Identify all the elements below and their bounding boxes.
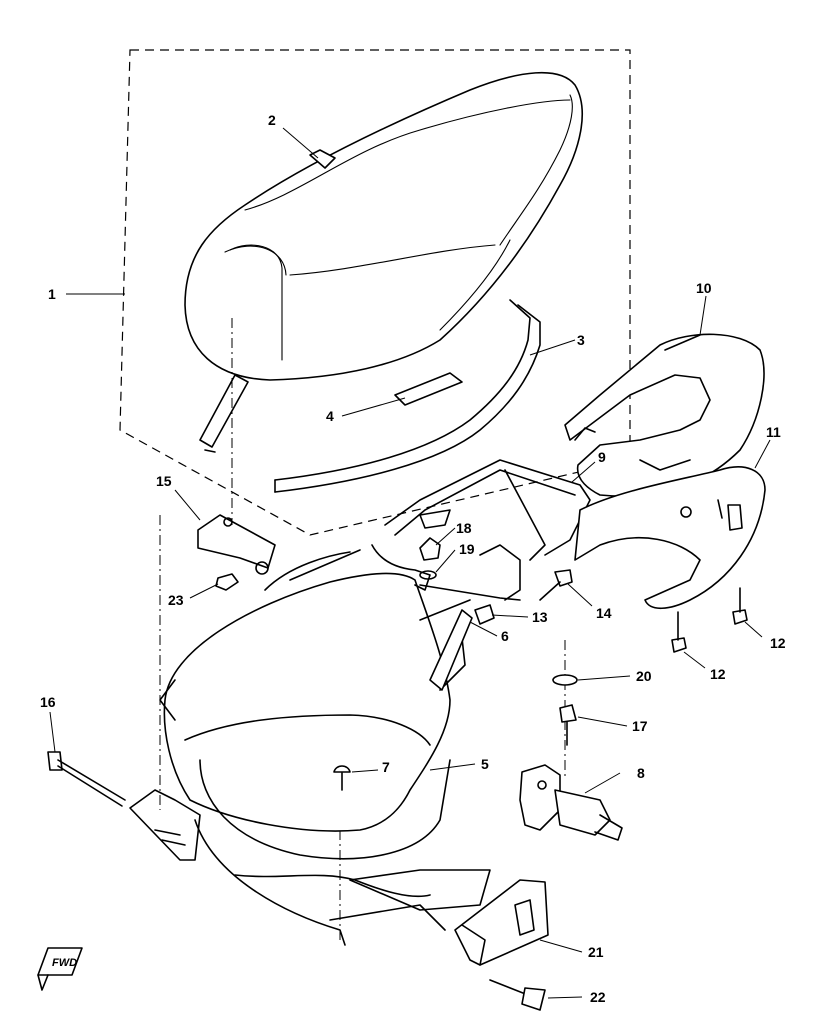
bolt-14 (539, 569, 573, 601)
bracket-21 (454, 879, 549, 966)
seat-hinge (197, 514, 276, 575)
rear-side-cover (574, 466, 766, 610)
screw-22 (489, 979, 546, 1011)
callout-23: 23 (168, 592, 184, 608)
callout-12a: 12 (770, 635, 786, 651)
callout-3: 3 (577, 332, 585, 348)
callout-19: 19 (459, 541, 475, 557)
caution-label (394, 372, 463, 406)
callout-7: 7 (382, 759, 390, 775)
callout-2: 2 (268, 112, 276, 128)
callout-15: 15 (156, 473, 172, 489)
callout-18: 18 (456, 520, 472, 536)
callout-5: 5 (481, 756, 489, 772)
washer-20 (552, 674, 578, 686)
washer-19 (419, 570, 437, 580)
callout-21: 21 (588, 944, 604, 960)
callout-1: 1 (48, 286, 56, 302)
callout-12b: 12 (710, 666, 726, 682)
bolt-17 (559, 704, 577, 746)
fwd-direction-arrow (37, 947, 83, 991)
callout-20: 20 (636, 668, 652, 684)
screw-12b (732, 587, 748, 625)
screw-12a (671, 611, 687, 653)
seat-lock (519, 764, 623, 841)
grommet-18 (419, 537, 441, 561)
callout-22: 22 (590, 989, 606, 1005)
callout-14: 14 (596, 605, 612, 621)
bolt-16 (47, 751, 126, 807)
seat (184, 71, 583, 381)
collar-13 (474, 604, 495, 625)
seal-strip-6 (429, 609, 473, 691)
callout-11: 11 (766, 424, 781, 440)
callout-6: 6 (501, 628, 509, 644)
callout-8: 8 (637, 765, 645, 781)
callout-13: 13 (532, 609, 548, 625)
helmet-box (129, 549, 491, 946)
rivet-7 (333, 765, 351, 791)
callout-16: 16 (40, 694, 56, 710)
callout-9: 9 (598, 449, 606, 465)
seat-assembly-boundary (119, 49, 631, 536)
seat-base-trim (199, 299, 541, 493)
rear-carrier-bracket (371, 459, 591, 601)
nut-23 (215, 573, 239, 591)
callout-4: 4 (326, 408, 334, 424)
callout-17: 17 (632, 718, 648, 734)
fwd-label: FWD (52, 957, 77, 969)
callout-10: 10 (696, 280, 712, 296)
